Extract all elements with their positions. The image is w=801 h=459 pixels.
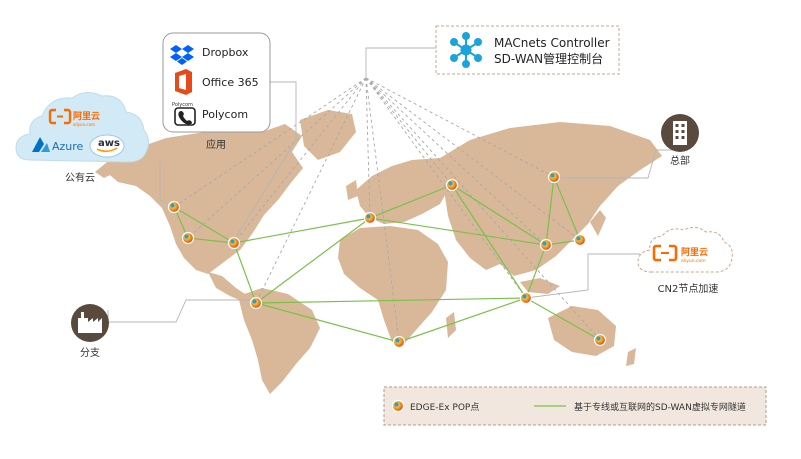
aws-logo: aws — [89, 134, 125, 158]
headquarters: 总部 — [661, 114, 699, 167]
app-polycom-label: Polycom — [202, 108, 248, 121]
office-building-icon — [673, 121, 687, 145]
branch: 分支 — [71, 304, 109, 359]
aliyun-logo: 阿里云 aliyun.com — [48, 108, 100, 127]
continent-africa — [338, 226, 448, 344]
pop-node — [539, 238, 553, 252]
island-japan — [590, 210, 606, 236]
controller-box: MACnets Controller SD-WAN管理控制台 — [435, 25, 620, 75]
app-office365-label: Office 365 — [202, 76, 259, 89]
dropbox-icon — [170, 45, 194, 65]
cn2-aliyun-name: 阿里云 — [681, 247, 708, 258]
public-cloud: 阿里云 aliyun.com Azure aws 公有云 — [15, 92, 150, 184]
pop-node — [227, 236, 241, 250]
cn2-aliyun-domain: aliyun.com — [681, 258, 706, 264]
continent-europe — [356, 158, 452, 224]
polycom-badge: Polycom — [172, 102, 193, 108]
legend: EDGE-Ex POP点 基于专线或互联网的SD-WAN虚拟专网隧道 — [383, 386, 767, 426]
pop-node — [363, 211, 377, 225]
island-new-zealand — [626, 348, 636, 366]
pop-nodes — [167, 170, 607, 349]
branch-label: 分支 — [80, 347, 100, 359]
polycom-icon: Polycom — [172, 102, 196, 126]
public-cloud-label: 公有云 — [65, 171, 95, 184]
aliyun-logo: 阿里云 aliyun.com — [652, 244, 708, 264]
pop-node — [181, 231, 195, 245]
island-greenland — [300, 110, 356, 160]
cn2-node: 阿里云 aliyun.com CN2节点加速 — [637, 226, 733, 295]
continent-north-america — [104, 124, 303, 274]
aliyun-name: 阿里云 — [73, 111, 100, 122]
azure-logo: Azure — [32, 137, 84, 153]
app-dropbox-label: Dropbox — [202, 46, 249, 59]
legend-tunnel-label: 基于专线或互联网的SD-WAN虚拟专网隧道 — [574, 401, 746, 413]
controller-subtitle: SD-WAN管理控制台 — [494, 51, 603, 66]
azure-label: Azure — [52, 140, 84, 153]
pop-node — [445, 178, 459, 192]
continent-central-america — [208, 272, 248, 302]
legend-pop-label: EDGE-Ex POP点 — [410, 402, 479, 413]
apps-label: 应用 — [206, 138, 226, 151]
legend-pop-icon — [391, 399, 405, 413]
island-uk — [346, 180, 358, 200]
pop-node — [392, 335, 406, 349]
headquarters-label: 总部 — [670, 154, 690, 167]
network-hub-icon — [450, 32, 482, 68]
continent-australia — [548, 306, 616, 356]
pop-node — [573, 233, 587, 247]
factory-icon — [78, 312, 102, 333]
management-lines — [173, 77, 601, 343]
pop-node — [547, 170, 561, 184]
pop-node — [249, 296, 263, 310]
pop-node — [593, 333, 607, 347]
cn2-label: CN2节点加速 — [658, 283, 719, 295]
world-map — [95, 110, 662, 394]
island-southeast-asia — [520, 278, 560, 294]
apps-box: Dropbox Office 365 Polycom Polycom 应用 — [162, 32, 271, 151]
aws-label: aws — [98, 138, 120, 149]
aliyun-domain: aliyun.com — [73, 122, 95, 127]
controller-title: MACnets Controller — [494, 36, 610, 50]
pop-node — [167, 200, 181, 214]
office365-icon — [175, 69, 192, 95]
island-madagascar — [446, 312, 456, 338]
pop-node — [519, 291, 533, 305]
